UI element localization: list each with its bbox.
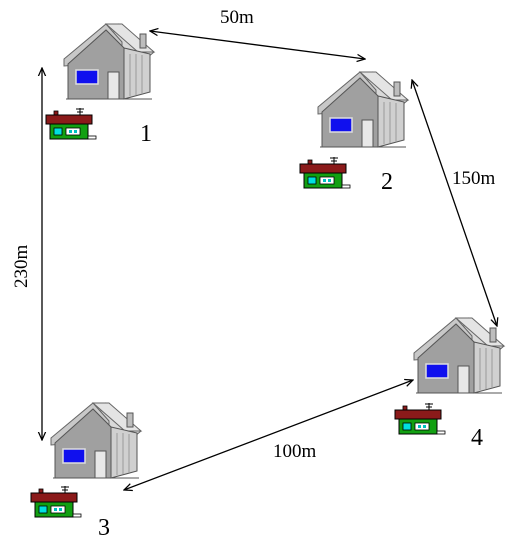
distance-label-3-4: 100m (273, 441, 317, 462)
link-1-2 (150, 31, 365, 59)
house-number: 3 (98, 515, 110, 541)
home-icon (299, 156, 351, 189)
distance-label-2-4: 150m (452, 168, 496, 189)
house-number: 2 (381, 169, 393, 195)
link-3-4 (124, 380, 413, 490)
distance-label-1-2: 50m (220, 7, 254, 28)
house-number: 1 (140, 121, 152, 147)
house-3: 3 (30, 402, 142, 541)
house-1: 1 (45, 23, 155, 147)
building-icon (413, 317, 505, 394)
distance-label-1-3: 230m (11, 245, 32, 289)
house-number: 4 (471, 425, 483, 451)
house-2: 2 (299, 71, 409, 195)
home-icon (45, 107, 97, 140)
building-icon (317, 71, 409, 148)
building-icon (50, 402, 142, 479)
link-2-4 (412, 80, 497, 326)
home-icon (394, 402, 446, 435)
home-icon (30, 485, 82, 518)
building-icon (63, 23, 155, 100)
house-4: 4 (394, 317, 505, 451)
